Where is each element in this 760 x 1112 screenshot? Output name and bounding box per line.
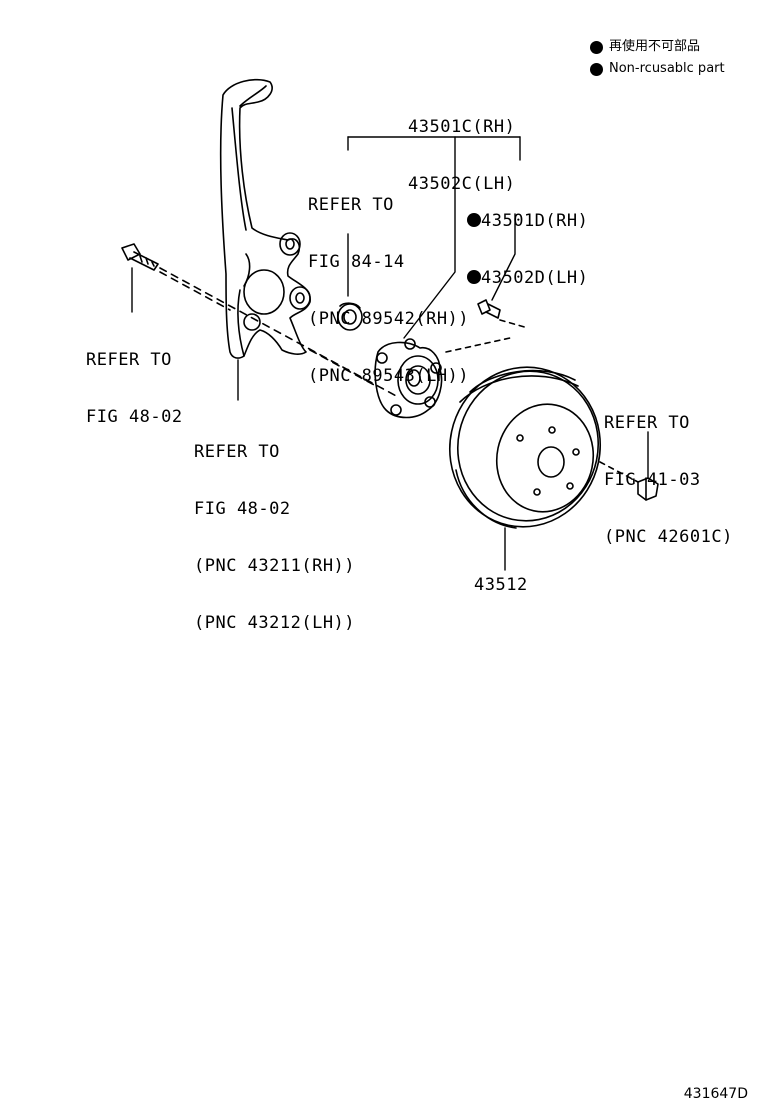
label-hub-assy: 43501C(RH) 43502C(LH): [408, 80, 515, 213]
steering-knuckle: [219, 78, 311, 359]
label-line-rh: 43501D(RH): [467, 212, 588, 231]
label-line: (PNC 43212(LH)): [194, 613, 356, 633]
label-line: (PNC 43211(RH)): [194, 556, 356, 576]
label-text: 43501D(RH): [481, 211, 589, 231]
label-disc: 43512: [474, 575, 528, 595]
figure-id: 431647D: [683, 1086, 748, 1102]
label-line: (PNC 42601C): [604, 527, 733, 547]
sensor-cap: [337, 302, 363, 331]
label-line: (PNC 89543(LH)): [308, 366, 470, 386]
brake-disc: [448, 366, 602, 529]
label-line: FIG 48-02: [194, 499, 291, 519]
label-line: 43502C(LH): [408, 174, 516, 194]
leader-lines: [131, 136, 649, 571]
label-bolt-parts: 43501D(RH) 43502D(LH): [467, 174, 588, 307]
non-reusable-dot-icon: [590, 40, 603, 54]
knuckle-bolt: [121, 243, 159, 271]
assembly-axis-dashed: [159, 267, 401, 399]
label-line: REFER TO: [86, 350, 172, 370]
label-text: 43502D(LH): [481, 268, 589, 288]
legend-row-jp: 再使用不可部品: [590, 36, 725, 58]
label-refer-knuckle: REFER TO FIG 48-02 (PNC 43211(RH)) (PNC …: [194, 405, 355, 652]
legend-en: Non-rcusablc part: [609, 61, 725, 76]
legend: 再使用不可部品 Non-rcusablc part: [590, 36, 725, 80]
hub-bolt: [477, 299, 501, 319]
label-refer-bolt: REFER TO FIG 48-02: [86, 313, 183, 446]
label-line: (PNC 89542(RH)): [308, 309, 470, 329]
nut-axis-dashed: [599, 461, 639, 483]
non-reusable-dot-icon: [467, 213, 481, 227]
legend-jp: 再使用不可部品: [609, 39, 701, 54]
non-reusable-dot-icon: [467, 270, 481, 284]
label-line: 43501C(RH): [408, 117, 516, 137]
label-refer-84: REFER TO FIG 84-14 (PNC 89542(RH)) (PNC …: [308, 158, 469, 405]
hub-stud-dashed: [445, 337, 511, 353]
dash-knuckle-to-hub: [309, 349, 377, 387]
stud-axis-dashed: [499, 319, 529, 329]
label-line-lh: 43502D(LH): [467, 269, 588, 288]
label-line: FIG 84-14: [308, 252, 405, 272]
hub-bearing: [374, 338, 443, 419]
label-line: FIG 48-02: [86, 407, 183, 427]
legend-row-en: Non-rcusablc part: [590, 58, 725, 80]
label-refer-41: REFER TO FIG 41-03 (PNC 42601C): [604, 376, 733, 566]
dash-bolt-to-knuckle: [159, 271, 231, 311]
non-reusable-dot-icon: [590, 62, 603, 76]
label-line: REFER TO: [194, 442, 280, 462]
label-line: FIG 41-03: [604, 470, 701, 490]
label-line: REFER TO: [308, 195, 394, 215]
label-line: REFER TO: [604, 413, 690, 433]
